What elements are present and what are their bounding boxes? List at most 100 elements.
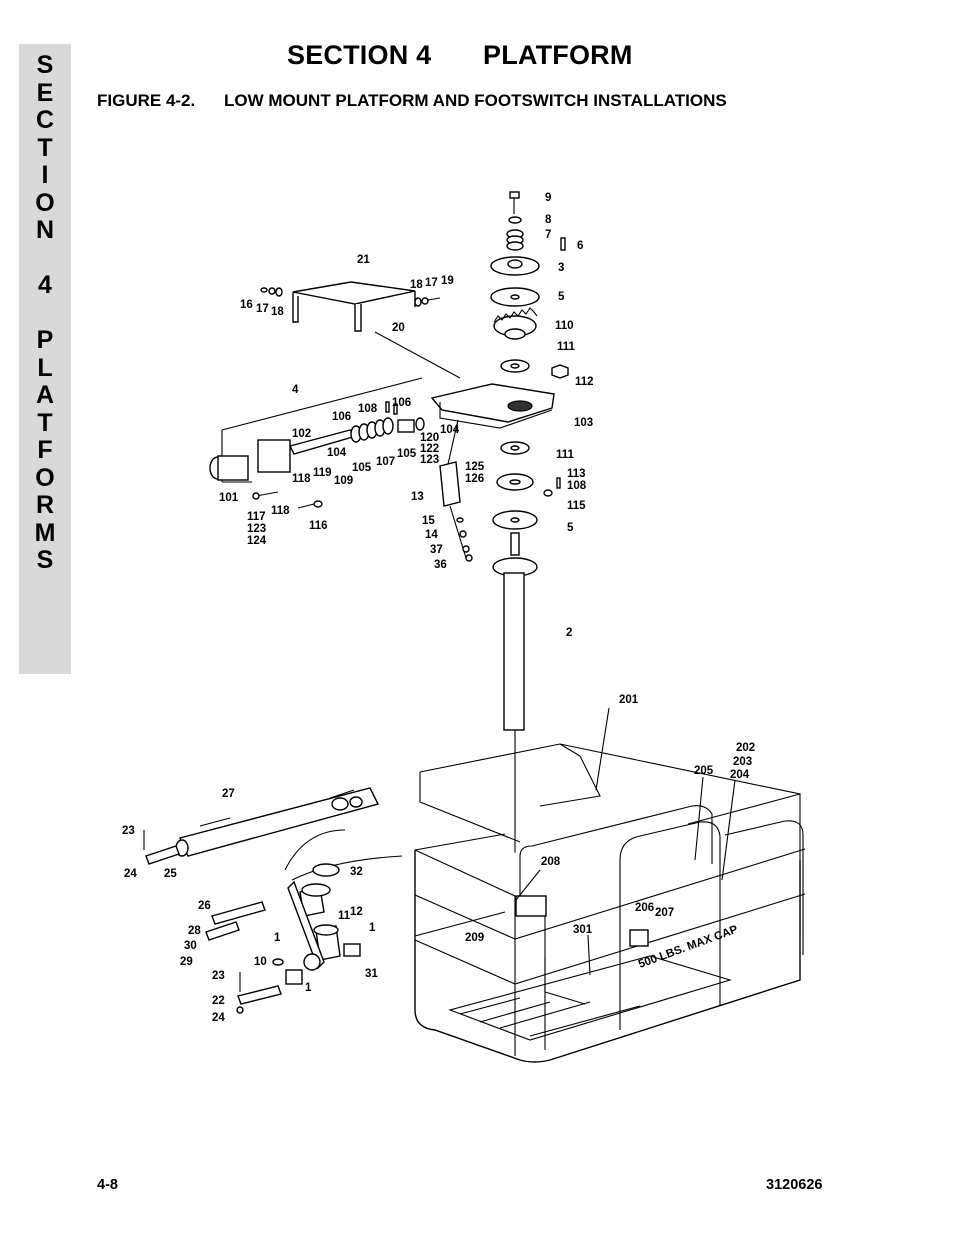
callout-label: 11 xyxy=(338,910,351,922)
sidebar-letter: E xyxy=(36,78,54,107)
callout-label: 27 xyxy=(222,788,235,800)
callout-label: 109 xyxy=(334,475,353,487)
sidebar-letter: O xyxy=(35,463,55,492)
callout-label: 24 xyxy=(212,1012,225,1024)
callout-label: 32 xyxy=(350,866,363,878)
callout-label: 111 xyxy=(557,341,576,353)
callout-label: 102 xyxy=(292,428,311,440)
section-number: SECTION 4 xyxy=(287,40,432,70)
callout-label: 5 xyxy=(558,291,565,303)
rotator-motor-drawing xyxy=(209,377,425,509)
callout-label: 30 xyxy=(184,940,197,952)
callout-label: 123 xyxy=(247,523,266,535)
callout-label: 18 xyxy=(271,306,284,318)
callout-label: 105 xyxy=(397,448,417,460)
callout-label: 122 xyxy=(420,443,439,455)
sidebar-letter: T xyxy=(37,133,53,162)
callout-label: 20 xyxy=(392,322,405,334)
callout-label: 31 xyxy=(365,968,378,980)
callout-label: 17 xyxy=(256,303,269,315)
callout-label: 1 xyxy=(369,922,376,934)
callout-label: 108 xyxy=(358,403,378,415)
callout-label: 123 xyxy=(420,454,439,466)
callout-label: 206 xyxy=(635,902,654,914)
callout-label: 113 xyxy=(567,468,586,480)
callout-label: 7 xyxy=(545,229,551,241)
page-number: 4-8 xyxy=(97,1177,118,1193)
callout-label: 205 xyxy=(694,765,714,777)
footswitch-drawing xyxy=(143,787,403,1014)
platform-basket-drawing xyxy=(414,707,806,1063)
callout-label: 108 xyxy=(567,480,587,492)
callout-label: 104 xyxy=(440,424,460,436)
callout-label: 4 xyxy=(292,384,299,396)
callout-label: 19 xyxy=(441,275,454,287)
sidebar-letter: R xyxy=(35,491,55,519)
callout-label: 110 xyxy=(555,320,574,332)
callout-label: 26 xyxy=(198,900,211,912)
rotator-stack-drawing xyxy=(430,191,569,890)
sidebar-letter: A xyxy=(35,381,55,409)
sidebar-letter: I xyxy=(41,161,49,189)
callout-label: 104 xyxy=(327,447,347,459)
sidebar-letter: L xyxy=(37,353,53,382)
callout-label: 103 xyxy=(574,417,593,429)
callout-label: 29 xyxy=(180,956,193,968)
callout-label: 15 xyxy=(422,515,435,527)
callout-label: 5 xyxy=(567,522,574,534)
callout-label: 24 xyxy=(124,868,137,880)
callout-label: 106 xyxy=(392,397,411,409)
callout-label: 21 xyxy=(357,254,370,266)
callout-label: 14 xyxy=(425,529,438,541)
sidebar-letter: T xyxy=(37,408,53,437)
sidebar-letter: 4 xyxy=(38,271,52,299)
section-sidebar: S E C T I O N 4 P L A T F O R M S xyxy=(19,44,71,674)
callout-label: 207 xyxy=(655,907,674,919)
callout-label: 112 xyxy=(575,376,594,388)
callout-label: 13 xyxy=(411,491,424,503)
section-title: PLATFORM xyxy=(483,40,633,70)
callout-label: 10 xyxy=(254,956,267,968)
callout-label: 16 xyxy=(240,299,253,311)
callout-label: 23 xyxy=(122,825,135,837)
sidebar-letter: C xyxy=(35,106,55,134)
callout-label: 106 xyxy=(332,411,351,423)
callout-labels: 9 8 7 6 3 5 110 111 112 103 111 113 108 … xyxy=(122,192,755,1024)
callout-label: 37 xyxy=(430,544,443,556)
callout-label: 101 xyxy=(219,492,239,504)
callout-label: 23 xyxy=(212,970,225,982)
callout-label: 125 xyxy=(465,461,485,473)
page-header: SECTION 4 PLATFORM xyxy=(287,40,633,71)
callout-label: 107 xyxy=(376,456,395,468)
callout-label: 111 xyxy=(556,449,575,461)
callout-label: 17 xyxy=(425,277,438,289)
callout-label: 117 xyxy=(247,511,266,523)
callout-label: 12 xyxy=(350,906,363,918)
callout-label: 18 xyxy=(410,279,423,291)
callout-label: 116 xyxy=(309,520,328,532)
callout-label: 120 xyxy=(420,432,439,444)
callout-label: 3 xyxy=(558,262,564,274)
callout-label: 209 xyxy=(465,932,484,944)
callout-label: 202 xyxy=(736,742,755,754)
callout-label: 36 xyxy=(434,559,447,571)
sidebar-letter: F xyxy=(37,436,53,464)
callout-label: 119 xyxy=(313,467,332,479)
sidebar-letter: P xyxy=(36,326,54,354)
callout-label: 124 xyxy=(247,535,267,547)
callout-label: 1 xyxy=(274,932,281,944)
sidebar-section-label: S E C T I O N 4 P L A T F O R M S xyxy=(19,51,71,575)
callout-label: 208 xyxy=(541,856,561,868)
figure-caption: FIGURE 4-2.LOW MOUNT PLATFORM AND FOOTSW… xyxy=(97,91,727,111)
callout-label: 115 xyxy=(567,500,586,512)
callout-label: 25 xyxy=(164,868,177,880)
callout-label: 6 xyxy=(577,240,583,252)
callout-label: 301 xyxy=(573,924,593,936)
sidebar-letter: O xyxy=(35,188,55,217)
callout-label: 201 xyxy=(619,694,639,706)
callout-label: 126 xyxy=(465,473,484,485)
callout-label: 8 xyxy=(545,214,552,226)
callout-label: 2 xyxy=(566,627,572,639)
sidebar-letter: M xyxy=(34,518,56,547)
